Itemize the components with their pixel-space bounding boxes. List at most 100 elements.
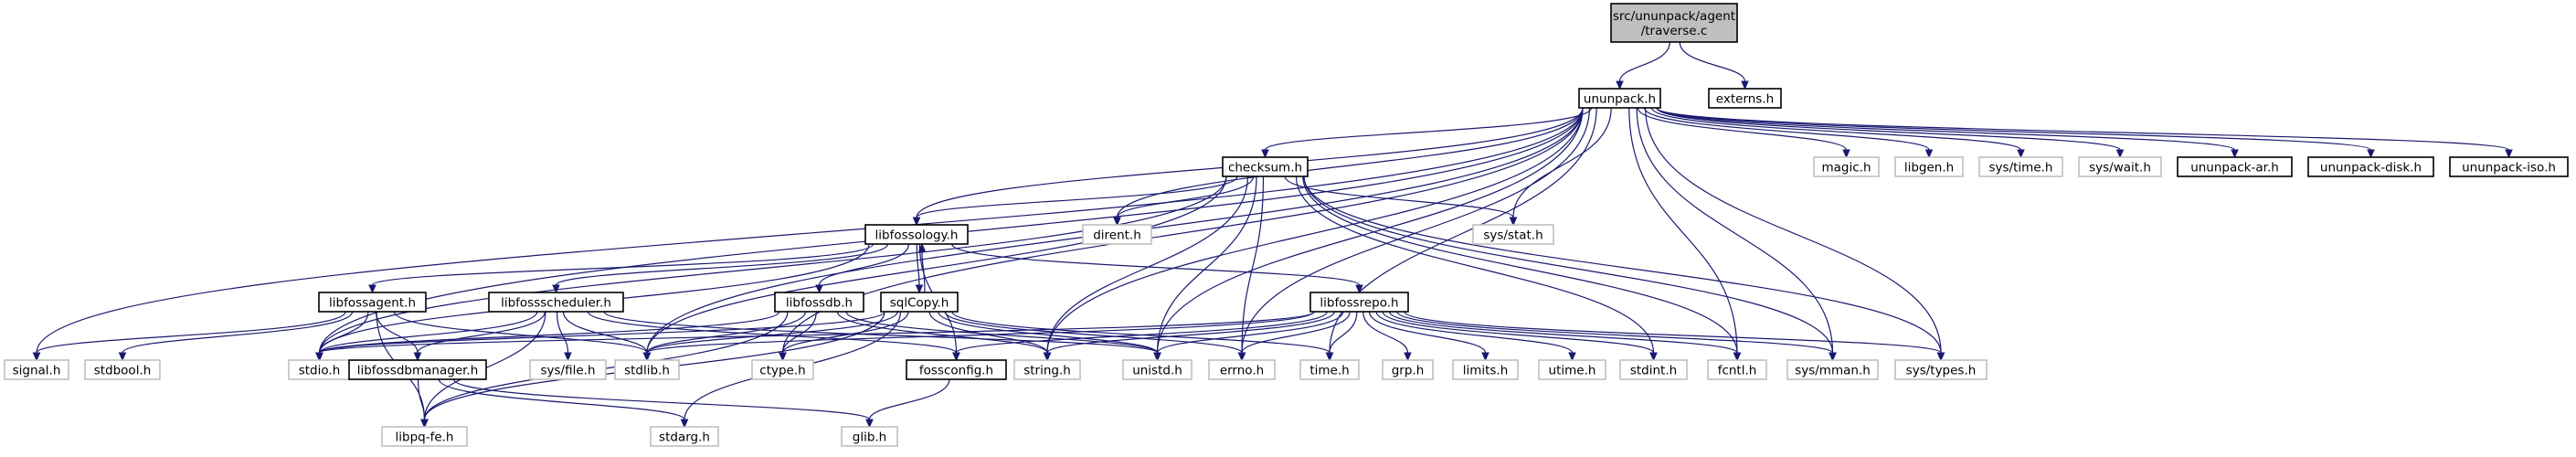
edge-libfossology_h-to-libfossdb_h xyxy=(818,243,910,286)
edge-checksum_h-to-sys_mman_h xyxy=(1303,175,1834,354)
arrowhead-libfossrepo_h-to-string_h xyxy=(1043,352,1052,362)
node-checksum-h[interactable]: checksum.h xyxy=(1222,156,1309,177)
node-label: stdlib.h xyxy=(624,364,670,378)
edge-sqlcopy_h-to-unistd_h xyxy=(938,311,1159,354)
node-label: libfossrepo.h xyxy=(1320,296,1398,311)
node-box xyxy=(84,359,161,380)
edge-root-to-externs_h xyxy=(1679,41,1746,82)
edge-ununpack_h-to-signal_h xyxy=(36,107,1584,354)
node-label: magic.h xyxy=(1821,161,1871,175)
edge-libfossrepo_h-to-fossconfig_h xyxy=(955,311,1328,354)
edge-libfossdbmanager_h-to-libpq_fe_h xyxy=(418,378,426,420)
node-box xyxy=(1222,156,1309,177)
edge-libfossrepo_h-to-utime_h xyxy=(1375,311,1574,354)
node-box xyxy=(1894,156,1964,177)
node-ununpack-h[interactable]: ununpack.h xyxy=(1578,88,1661,109)
node-sqlcopy-h[interactable]: sqlCopy.h xyxy=(880,292,959,313)
arrowhead-checksum_h-to-sys_stat_h xyxy=(1509,217,1518,227)
node-label: limits.h xyxy=(1463,364,1509,378)
arrowhead-libfossology_h-to-libfossdb_h xyxy=(815,284,823,294)
node-box xyxy=(529,359,607,380)
node-label: sys/wait.h xyxy=(2089,161,2151,175)
node-limits-h: limits.h xyxy=(1452,359,1519,380)
node-label: stdint.h xyxy=(1630,364,1677,378)
arrowhead-sqlcopy_h-to-libfossology_h xyxy=(917,242,927,252)
arrowhead-ununpack_h-to-libgen_h xyxy=(1924,149,1934,159)
node-libfossdb-h[interactable]: libfossdb.h xyxy=(774,292,864,313)
arrowhead-ununpack_h-to-ununpack_iso_h xyxy=(2505,149,2513,159)
edge-libfossrepo_h-to-string_h xyxy=(1046,311,1335,354)
arrowhead-libfossrepo_h-to-limits_h xyxy=(1481,352,1489,362)
node-glib-h: glib.h xyxy=(841,426,898,447)
edge-libfossology_h-to-sqlcopy_h xyxy=(916,243,920,286)
node-grp-h: grp.h xyxy=(1382,359,1434,380)
edge-checksum_h-to-libfossology_h xyxy=(916,175,1238,218)
node-box xyxy=(1978,156,2063,177)
node-ununpack-ar-h[interactable]: ununpack-ar.h xyxy=(2177,156,2293,177)
node-magic-h: magic.h xyxy=(1813,156,1880,177)
node-box xyxy=(4,359,69,380)
node-label: sqlCopy.h xyxy=(890,296,949,311)
node-label: libfossagent.h xyxy=(329,296,416,311)
arrowhead-libfossdbmanager_h-to-libpq_fe_h xyxy=(420,419,429,429)
node-box xyxy=(614,359,680,380)
arrowhead-libfossology_h-to-sqlcopy_h xyxy=(915,284,924,294)
node-box xyxy=(348,359,487,380)
edge-checksum_h-to-sys_stat_h xyxy=(1284,175,1514,218)
node-box xyxy=(650,426,719,447)
arrowhead-libfossology_h-to-libfossagent_h xyxy=(368,284,376,294)
node-libfossology-h[interactable]: libfossology.h xyxy=(864,224,969,245)
node-label: libfossdb.h xyxy=(786,296,853,311)
edge-libfossdb_h-to-stdio_h xyxy=(318,311,780,354)
arrowhead-ununpack_h-to-checksum_h xyxy=(1261,149,1269,159)
node-box xyxy=(774,292,864,313)
node-label: ctype.h xyxy=(759,364,805,378)
edge-libfossdb_h-to-string_h xyxy=(836,311,1048,354)
node-label: stdbool.h xyxy=(94,364,152,378)
node-box xyxy=(2307,156,2434,177)
node-label: errno.h xyxy=(1220,364,1264,378)
node-libfossscheduler-h[interactable]: libfossscheduler.h xyxy=(488,292,624,313)
node-libfossdbmanager-h[interactable]: libfossdbmanager.h xyxy=(348,359,487,380)
arrowhead-libfossrepo_h-to-time_h xyxy=(1325,352,1334,362)
arrowhead-libfossrepo_h-to-stdlib_h xyxy=(642,352,652,362)
node-unistd-h: unistd.h xyxy=(1122,359,1193,380)
node-errno-h: errno.h xyxy=(1208,359,1276,380)
node-ununpack-iso-h[interactable]: ununpack-iso.h xyxy=(2449,156,2569,177)
edge-ununpack_h-to-unistd_h xyxy=(1156,107,1584,354)
node-sys-stat-h: sys/stat.h xyxy=(1472,224,1554,245)
arrowhead-libfossrepo_h-to-fossconfig_h xyxy=(952,352,960,362)
node-box xyxy=(1452,359,1519,380)
node-label: libfossdbmanager.h xyxy=(357,364,479,378)
node-signal-h: signal.h xyxy=(4,359,69,380)
node-stdlib-h: stdlib.h xyxy=(614,359,680,380)
node-libfossagent-h[interactable]: libfossagent.h xyxy=(318,292,427,313)
arrowhead-sqlcopy_h-to-ctype_h xyxy=(779,352,787,362)
edge-ununpack_h-to-sys_stat_h xyxy=(1512,107,1612,218)
node-label: utime.h xyxy=(1549,364,1596,378)
node-box xyxy=(841,426,898,447)
node-ununpack-disk-h[interactable]: ununpack-disk.h xyxy=(2307,156,2434,177)
node-label: grp.h xyxy=(1392,364,1425,378)
edge-libfossscheduler_h-to-unistd_h xyxy=(603,311,1159,354)
edge-libfossology_h-to-libfossagent_h xyxy=(371,243,874,286)
edges-layer xyxy=(32,41,2513,429)
arrowhead-root-to-ununpack_h xyxy=(1616,80,1624,90)
node-externs-h[interactable]: externs.h xyxy=(1708,88,1782,109)
node-label: checksum.h xyxy=(1228,161,1302,175)
edge-fossconfig_h-to-glib_h xyxy=(868,378,950,420)
arrowhead-libfossagent_h-to-stdbool_h xyxy=(118,352,127,362)
node-label: libfossology.h xyxy=(875,228,959,243)
edge-libfossscheduler_h-to-sys_file_h xyxy=(556,311,569,354)
edge-libfossdbmanager_h-to-glib_h xyxy=(452,378,871,420)
edge-libfossdb_h-to-unistd_h xyxy=(845,311,1159,354)
node-label: string.h xyxy=(1023,364,1071,378)
node-box xyxy=(488,292,624,313)
node-libfossrepo-h[interactable]: libfossrepo.h xyxy=(1309,292,1409,313)
edge-checksum_h-to-unistd_h xyxy=(1156,175,1257,354)
node-sys-mman-h: sys/mman.h xyxy=(1786,359,1879,380)
node-fossconfig-h[interactable]: fossconfig.h xyxy=(906,359,1007,380)
edge-libfossrepo_h-to-time_h xyxy=(1329,311,1358,354)
arrowhead-libfossrepo_h-to-sys_types_h xyxy=(1936,352,1945,362)
